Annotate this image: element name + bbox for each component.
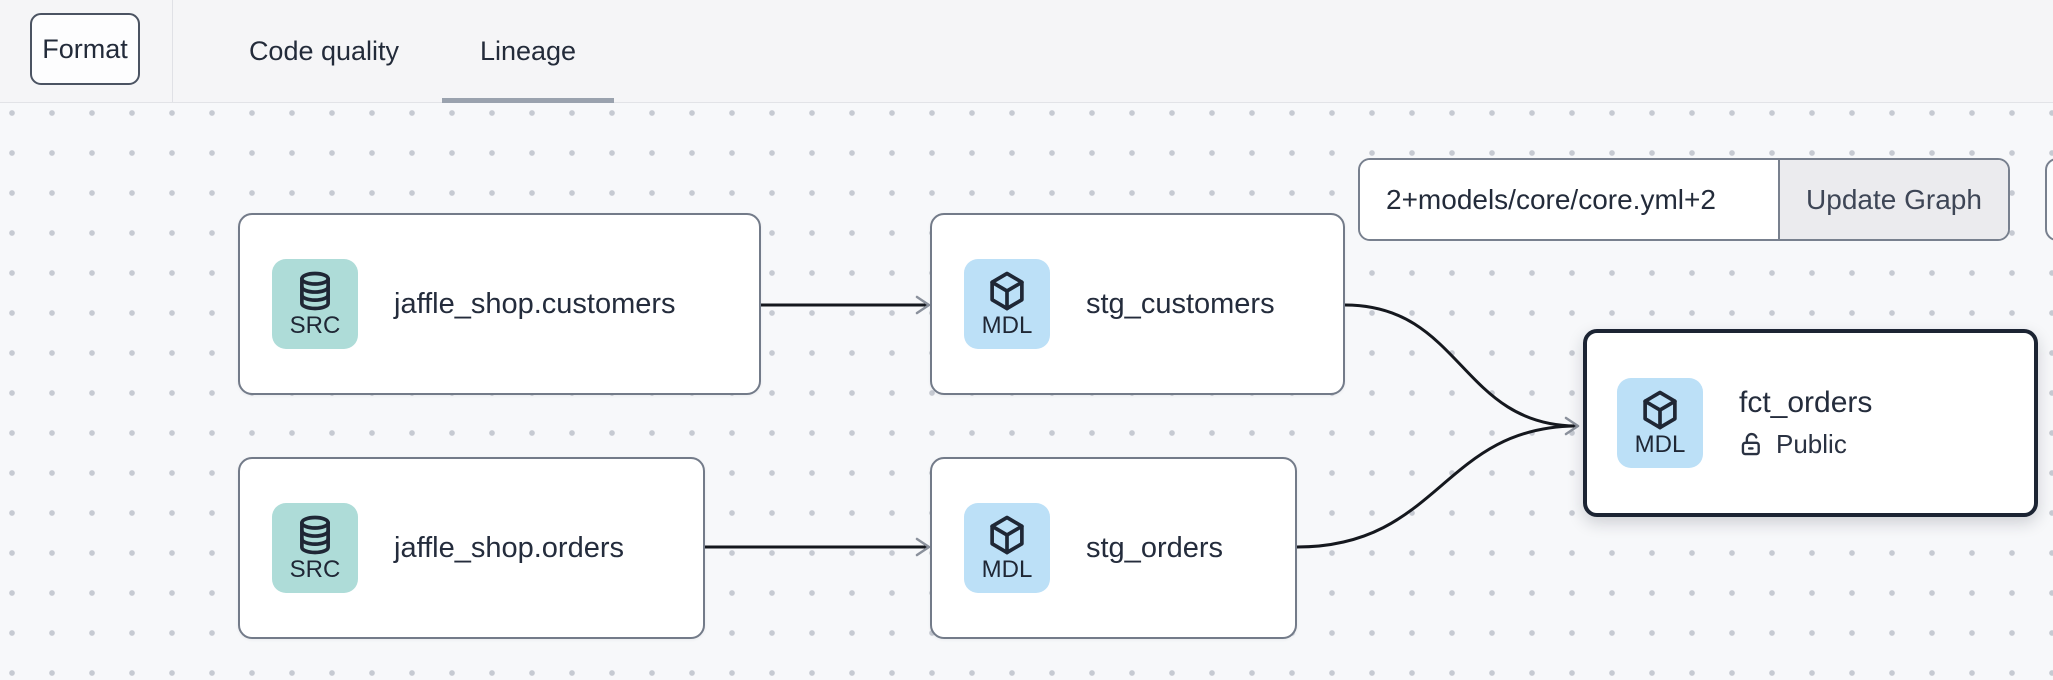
source-badge: SRC xyxy=(272,503,358,593)
node-label: fct_orders xyxy=(1739,386,1873,419)
node-source-jaffle-shop-orders[interactable]: SRC jaffle_shop.orders xyxy=(238,457,705,639)
badge-type-label: MDL xyxy=(981,311,1033,339)
unlock-icon xyxy=(1741,432,1760,456)
node-label: jaffle_shop.orders xyxy=(394,531,625,564)
access-label: Public xyxy=(1776,429,1847,459)
node-model-stg-customers[interactable]: MDL stg_customers xyxy=(930,213,1345,395)
clipped-control-button[interactable] xyxy=(2045,158,2053,241)
tab-lineage[interactable]: Lineage xyxy=(442,0,614,103)
source-badge: SRC xyxy=(272,259,358,349)
model-badge: MDL xyxy=(964,259,1050,349)
badge-type-label: MDL xyxy=(1634,430,1686,458)
bottom-panel-tabs: Code quality Lineage xyxy=(206,0,614,103)
arrowhead-icon xyxy=(915,295,931,315)
edge-stg-orders-to-fct-orders xyxy=(1296,424,1577,549)
cube-icon xyxy=(1643,390,1677,429)
arrowhead-icon xyxy=(915,537,931,557)
arrowhead-icon xyxy=(1564,416,1580,436)
lineage-selector-group: Update Graph xyxy=(1358,158,2010,241)
node-model-fct-orders[interactable]: MDL fct_orders Public xyxy=(1583,329,2038,517)
node-label: jaffle_shop.customers xyxy=(394,287,676,320)
lineage-selector-input[interactable] xyxy=(1360,160,1778,239)
database-icon xyxy=(300,515,330,554)
node-model-stg-orders[interactable]: MDL stg_orders xyxy=(930,457,1297,639)
node-access-row: Public xyxy=(1739,429,1872,460)
lineage-canvas[interactable]: SRC jaffle_shop.customers MDL stg_custom… xyxy=(0,103,2053,680)
edge-stg-customers-to-fct-orders xyxy=(1344,303,1577,428)
toolbar-divider xyxy=(172,0,173,102)
editor-toolbar: Format Code quality Lineage xyxy=(0,0,2053,103)
model-badge: MDL xyxy=(1617,378,1703,468)
node-label: stg_orders xyxy=(1086,531,1224,564)
cube-icon xyxy=(990,271,1024,310)
database-icon xyxy=(300,271,330,310)
update-graph-button[interactable]: Update Graph xyxy=(1778,160,2008,239)
format-button[interactable]: Format xyxy=(30,13,140,85)
node-label: stg_customers xyxy=(1086,287,1275,320)
badge-type-label: MDL xyxy=(981,555,1033,583)
cube-icon xyxy=(990,515,1024,554)
badge-type-label: SRC xyxy=(289,555,341,583)
tab-code-quality[interactable]: Code quality xyxy=(248,35,400,66)
node-source-jaffle-shop-customers[interactable]: SRC jaffle_shop.customers xyxy=(238,213,761,395)
model-badge: MDL xyxy=(964,503,1050,593)
badge-type-label: SRC xyxy=(289,311,341,339)
